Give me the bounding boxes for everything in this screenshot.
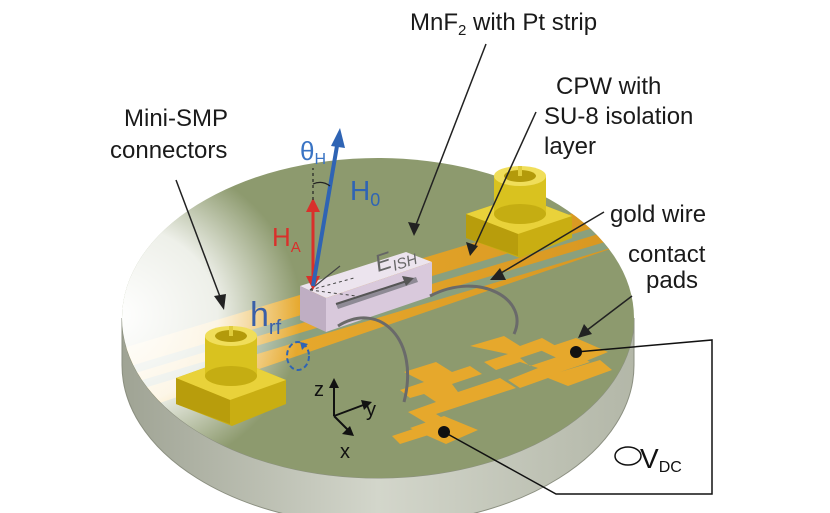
eish-arrowhead (402, 276, 414, 286)
gold-wire-left (337, 316, 410, 403)
axis-label-x: x (340, 441, 350, 463)
h0-arrow (311, 139, 340, 287)
gold-wire-right (429, 284, 519, 335)
symbol-hrf: hrf (250, 296, 282, 339)
mini-smp-connector-right (466, 166, 572, 258)
label-contact-line2: pads (646, 267, 698, 294)
label-cpw-line3: layer (544, 133, 596, 160)
label-gold-wire: gold wire (610, 201, 706, 228)
label-contact-line1: contact (628, 241, 706, 268)
vdc-circuit-wire (443, 339, 713, 495)
label-cpw-line1: CPW with (556, 73, 661, 100)
symbol-ha: HA (272, 222, 301, 256)
label-connector-line1: Mini-SMP (124, 105, 228, 132)
mini-smp-connector-left (176, 326, 286, 426)
contact-pad-left (392, 362, 516, 444)
ha-arrowhead-top (306, 198, 320, 212)
pointer-connector (175, 179, 223, 303)
contact-pad-right (470, 336, 612, 388)
symbol-vdc: VDC (640, 443, 682, 476)
pointer-cpw (473, 111, 537, 249)
symbol-theta-h: θH (300, 136, 326, 168)
axis-label-y: y (366, 399, 376, 421)
label-mnf2: MnF2 with Pt strip (410, 9, 597, 39)
pointer-contact (581, 295, 633, 335)
axes (329, 378, 372, 436)
pointer-mnf2 (413, 43, 487, 231)
label-connector-line2: connectors (110, 137, 227, 164)
eish-arrow (335, 279, 411, 305)
h0-arrowhead (331, 128, 345, 148)
axis-label-z: z (314, 379, 324, 401)
theta-arc (312, 181, 331, 187)
label-cpw-line2: SU-8 isolation (544, 103, 693, 130)
pointer-gold-wire (495, 211, 605, 277)
symbol-h0: H0 (350, 175, 380, 210)
vdc-source (614, 446, 642, 466)
hrf-loop (286, 341, 310, 371)
